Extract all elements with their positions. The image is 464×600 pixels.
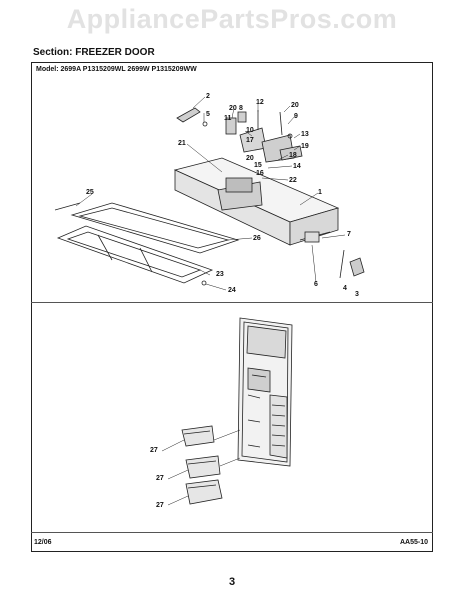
- door-liner-lower: [237, 317, 293, 467]
- callout-20: 20: [246, 155, 254, 162]
- footer-rule: [31, 532, 433, 533]
- callout-14: 14: [293, 163, 301, 170]
- bottom-hinge-parts: [201, 231, 365, 286]
- callout-13: 13: [301, 131, 309, 138]
- callout-6: 6: [314, 281, 318, 288]
- callout-2: 2: [206, 93, 210, 100]
- upper-leader-lines: [75, 96, 346, 291]
- callout-23: 23: [216, 271, 224, 278]
- diagram-code: AA55-10: [399, 539, 428, 546]
- callout-7: 7: [347, 231, 351, 238]
- callout-24: 24: [228, 287, 236, 294]
- callout-18: 18: [289, 152, 297, 159]
- callout-9: 9: [294, 113, 298, 120]
- hinge-and-bracket-parts: [176, 107, 303, 163]
- callout-26: 26: [253, 235, 261, 242]
- revision-date: 12/06: [34, 539, 52, 546]
- callout-8: 8: [239, 105, 243, 112]
- callout-17: 17: [246, 137, 254, 144]
- callout-20: 20: [291, 102, 299, 109]
- callout-12: 12: [256, 99, 264, 106]
- door-liner-part: [54, 202, 214, 284]
- callout-27: 27: [150, 447, 158, 454]
- callout-25: 25: [86, 189, 94, 196]
- callout-15: 15: [254, 162, 262, 169]
- lower-leader-lines: [161, 429, 241, 506]
- callout-22: 22: [289, 177, 297, 184]
- callout-27: 27: [156, 475, 164, 482]
- callout-11: 11: [224, 115, 232, 122]
- section-divider: [31, 302, 433, 303]
- watermark: AppliancePartsPros.com: [66, 4, 398, 34]
- model-line: Model: 2699A P1315209WL 2699W P1315209WW: [36, 66, 197, 73]
- section-title: Section: FREEZER DOOR: [33, 47, 155, 58]
- callout-20: 20: [229, 105, 237, 112]
- callout-16: 16: [256, 170, 264, 177]
- door-bin-middle: [185, 455, 221, 479]
- diagram-frame: [31, 62, 433, 552]
- callout-19: 19: [301, 143, 309, 150]
- door-bin-upper: [181, 425, 215, 447]
- callout-labels: 2 5 20 8 12 20 9 11 10 17 13 19 21 18 20…: [86, 93, 359, 509]
- callout-5: 5: [206, 111, 210, 118]
- door-panel-part: [173, 157, 340, 246]
- callout-10: 10: [246, 127, 254, 134]
- callout-1: 1: [318, 189, 322, 196]
- callout-3: 3: [355, 291, 359, 298]
- callout-27: 27: [156, 502, 164, 509]
- door-gasket-part: [70, 202, 240, 254]
- door-bin-lower: [185, 479, 223, 505]
- callout-4: 4: [343, 285, 347, 292]
- callout-21: 21: [178, 140, 186, 147]
- page-number: 3: [228, 576, 236, 588]
